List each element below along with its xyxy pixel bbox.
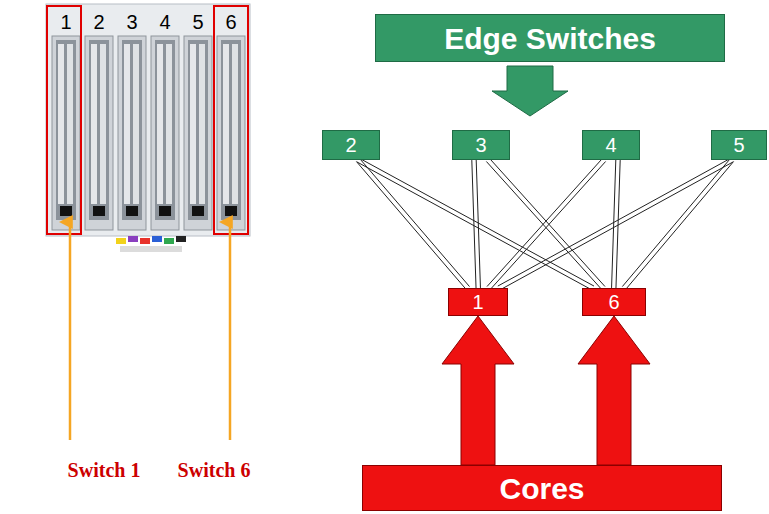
switch-caption: Switch 6: [178, 459, 251, 481]
link-line: [360, 159, 470, 287]
link-line: [476, 160, 480, 288]
link-line: [500, 162, 733, 290]
slot-number: 4: [159, 11, 170, 33]
core-switch-box: 6: [582, 288, 646, 316]
node-text: 1: [472, 291, 483, 313]
core-switch-box: 1: [448, 288, 508, 316]
pointer-arrow: [69, 222, 72, 440]
link-line: [622, 159, 730, 287]
link-line: [486, 161, 601, 289]
double-link: [472, 160, 481, 288]
double-link: [356, 159, 469, 290]
slot-highlight: [214, 6, 248, 234]
slot-highlight: [47, 6, 81, 234]
block-arrow: [578, 316, 650, 465]
link-line: [356, 161, 466, 289]
slot-number: 1: [60, 11, 71, 33]
group-title-box: Edge Switches: [375, 14, 725, 62]
link-line: [472, 160, 476, 288]
slot-number: 3: [126, 11, 137, 33]
node-text: Cores: [499, 472, 584, 505]
node-text: 4: [605, 134, 616, 156]
node-text: 6: [608, 291, 619, 313]
edge-switch-box: 3: [452, 130, 510, 160]
slot-number: 2: [93, 11, 104, 33]
double-link: [622, 159, 733, 290]
cable-bundle: [116, 236, 186, 252]
block-arrow: [442, 316, 514, 465]
edge-switch-box: 5: [711, 130, 767, 160]
double-link: [498, 158, 733, 290]
node-text: 3: [475, 134, 486, 156]
link-line: [612, 160, 616, 288]
slot-number: 6: [225, 11, 236, 33]
link-line: [490, 159, 605, 287]
slot-number: 5: [192, 11, 203, 33]
edge-switch-box: 4: [582, 130, 640, 160]
link-line: [487, 159, 602, 287]
pointer-arrow: [229, 222, 232, 440]
group-title-box: Cores: [362, 465, 722, 511]
double-link: [357, 158, 594, 290]
node-text: 5: [733, 134, 744, 156]
down-block-arrow: [492, 66, 568, 116]
switch-caption: Switch 1: [68, 459, 141, 481]
double-link: [486, 159, 605, 290]
chassis-frame: [46, 4, 250, 236]
double-link: [612, 160, 621, 288]
link-line: [490, 161, 605, 289]
edge-switch-box: 2: [322, 130, 380, 160]
link-line: [498, 158, 731, 286]
double-link: [487, 159, 606, 290]
link-line: [626, 161, 734, 289]
block-arrow-shape: [442, 316, 514, 465]
node-text: 2: [345, 134, 356, 156]
block-arrow-shape: [578, 316, 650, 465]
node-text: Edge Switches: [444, 22, 656, 55]
